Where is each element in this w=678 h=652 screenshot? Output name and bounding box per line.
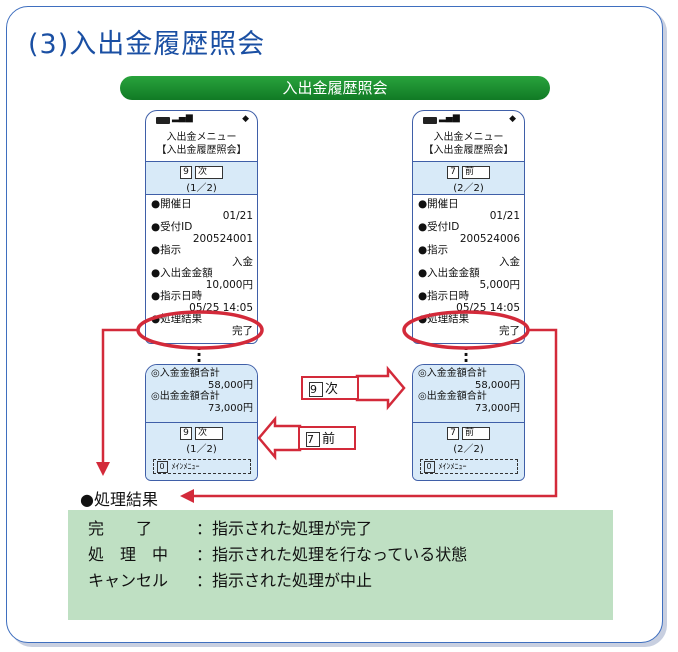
history-record: ●開催日 01/21 ●受付ID 200524006 ●指示 入金 ●入出金金額…	[418, 198, 520, 337]
prev-link[interactable]: 前	[462, 427, 490, 440]
key-9[interactable]: 9	[180, 166, 192, 179]
prev-link[interactable]: 前	[462, 166, 490, 179]
section-banner: 入出金履歴照会	[120, 76, 550, 100]
totals-section: ◎入金金額合計 58,000円 ◎出金金額合計 73,000円	[413, 365, 524, 423]
next-arrow-shape	[355, 365, 406, 411]
page-title: (3)入出金履歴照会	[28, 29, 266, 60]
highlight-ellipse-left	[136, 310, 264, 350]
status-bar: ▂▄▆ ◆	[413, 111, 524, 131]
battery-icon	[156, 117, 170, 124]
key-7[interactable]: 7	[447, 427, 459, 440]
prev-arrow-shape	[257, 415, 302, 461]
arrow-head-down	[96, 462, 110, 476]
status-legend: 完 了：指示された処理が完了 処 理 中：指示された処理を行なっている状態 キャ…	[68, 510, 613, 620]
next-link[interactable]: 次	[195, 166, 223, 179]
battery-icon	[423, 117, 437, 124]
page-indicator: (1／2)	[186, 444, 217, 455]
legend-row: 完 了：指示された処理が完了	[88, 519, 373, 538]
totals-section: ◎入金金額合計 58,000円 ◎出金金額合計 73,000円	[146, 365, 257, 423]
legend-title: ●処理結果	[80, 490, 158, 509]
result-value: 完了	[232, 324, 253, 337]
page-indicator: (2／2)	[453, 183, 484, 194]
key-7[interactable]: 7	[447, 166, 459, 179]
page-indicator: (1／2)	[186, 183, 217, 194]
page-indicator: (2／2)	[453, 444, 484, 455]
history-record: ●開催日 01/21 ●受付ID 200524001 ●指示 入金 ●入出金金額…	[151, 198, 253, 337]
legend-row: キャンセル：指示された処理が中止	[88, 571, 373, 590]
screen-header: 入出金メニュー 【入出金履歴照会】	[413, 131, 524, 162]
scroll-arrows-icon: ◆	[242, 114, 249, 124]
status-bar: ▂▄▆ ◆	[146, 111, 257, 131]
scroll-arrows-icon: ◆	[509, 114, 516, 124]
result-value: 完了	[499, 324, 520, 337]
signal-icon: ▂▄▆	[439, 113, 460, 123]
screen-header: 入出金メニュー 【入出金履歴照会】	[146, 131, 257, 162]
connector-right	[194, 328, 558, 498]
signal-icon: ▂▄▆	[172, 113, 193, 123]
connector-left	[101, 328, 138, 462]
result-label: ●処理結果	[418, 313, 470, 325]
highlight-ellipse-right	[402, 310, 530, 350]
key-9[interactable]: 9	[180, 427, 192, 440]
result-label: ●処理結果	[151, 313, 203, 325]
arrow-head-left	[180, 489, 194, 503]
legend-row: 処 理 中：指示された処理を行なっている状態	[88, 545, 468, 564]
next-link[interactable]: 次	[195, 427, 223, 440]
